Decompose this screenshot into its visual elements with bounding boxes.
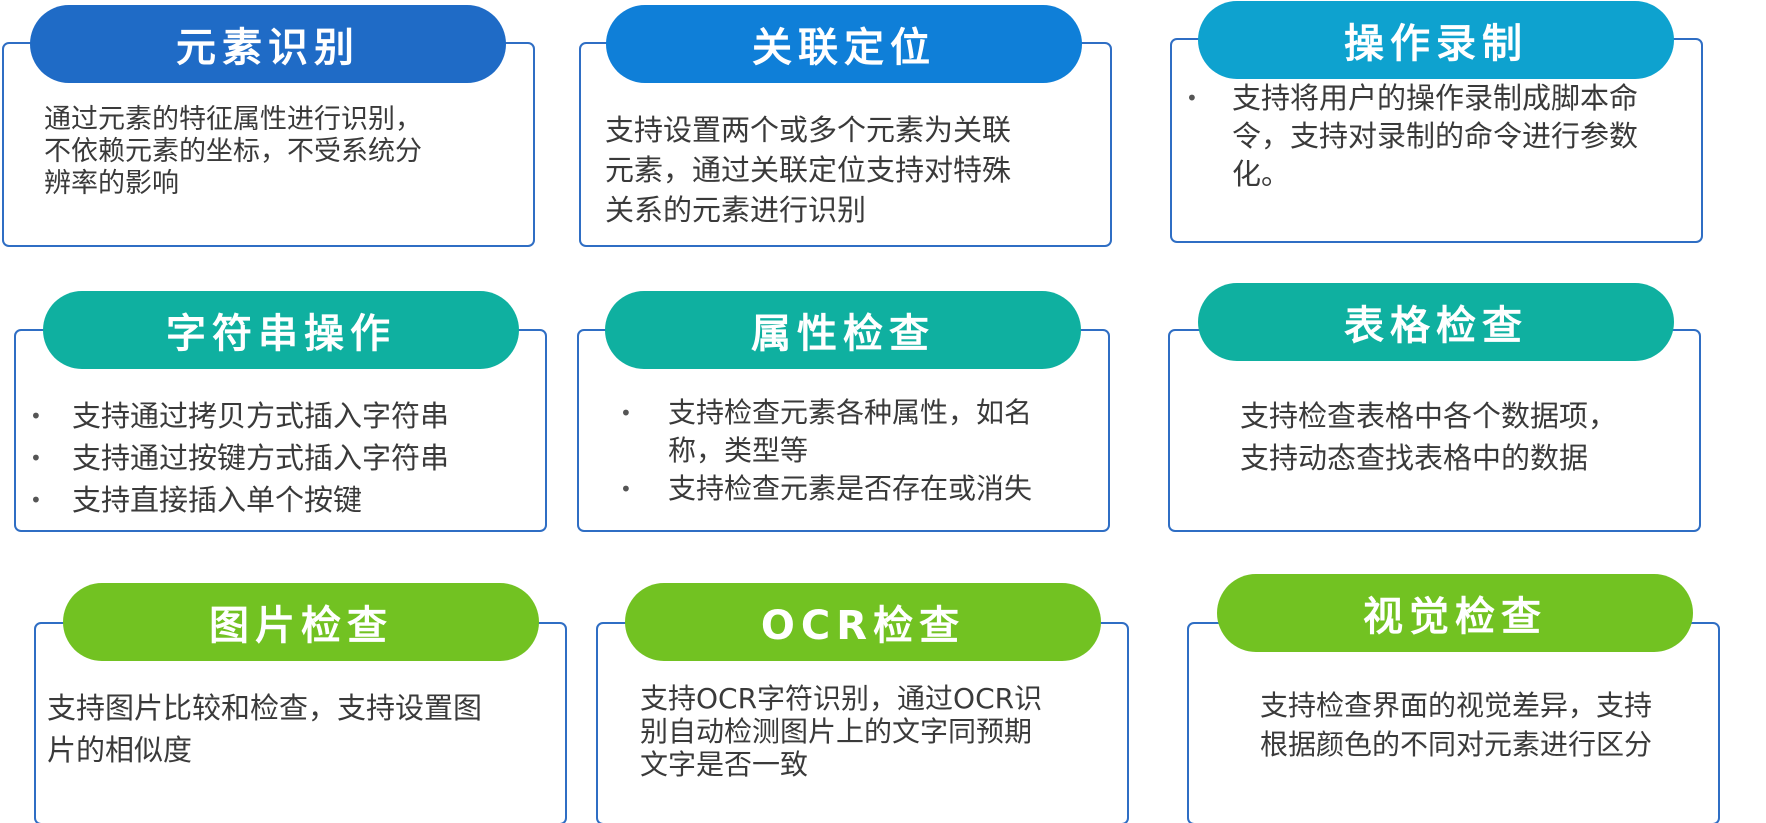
card-body-operation-recording: • 支持将用户的操作录制成脚本命 令，支持对录制的命令进行参数 化。 <box>1180 79 1638 193</box>
card-visual-check <box>1187 622 1720 823</box>
card-body-linked-positioning: 支持设置两个或多个元素为关联 元素，通过关联定位支持对特殊 关系的元素进行识别 <box>605 110 1011 230</box>
bullet-dot: • <box>620 477 632 501</box>
bullet-dot: • <box>620 401 632 425</box>
body-line: 别自动检测图片上的文字同预期 <box>640 715 1033 748</box>
body-line: 支持设置两个或多个元素为关联 <box>605 113 1012 147</box>
bullet-line: 支持通过拷贝方式插入字符串 <box>72 399 450 433</box>
bullet-line: 支持检查元素各种属性，如名 <box>668 396 1033 429</box>
bullet-line: 化。 <box>1232 157 1291 191</box>
bullet-item: • 支持通过按键方式插入字符串 <box>24 437 449 479</box>
bullet-item: • 支持检查元素是否存在或消失 <box>614 470 1032 508</box>
card-title-table-check: 表格检查 <box>1198 283 1674 361</box>
body-line: 片的相似度 <box>47 733 193 767</box>
body-line: 文字是否一致 <box>640 748 809 781</box>
bullet-line: 令，支持对录制的命令进行参数 <box>1232 119 1639 153</box>
card-body-element-recognition: 通过元素的特征属性进行识别， 不依赖元素的坐标，不受系统分 辨率的影响 <box>44 104 422 200</box>
card-title-element-recognition: 元素识别 <box>30 5 506 83</box>
body-line: 支持动态查找表格中的数据 <box>1240 441 1589 475</box>
body-line: 根据颜色的不同对元素进行区分 <box>1260 728 1653 761</box>
card-title-ocr-check: OCR检查 <box>625 583 1101 661</box>
bullet-dot: • <box>30 488 42 512</box>
card-title-linked-positioning: 关联定位 <box>606 5 1082 83</box>
bullet-line: 称，类型等 <box>668 434 809 467</box>
bullet-dot: • <box>30 404 42 428</box>
bullet-item: • 支持将用户的操作录制成脚本命 令，支持对录制的命令进行参数 化。 <box>1180 79 1638 193</box>
card-title-visual-check: 视觉检查 <box>1217 574 1693 652</box>
card-title-attribute-check: 属性检查 <box>605 291 1081 369</box>
bullet-line: 支持通过按键方式插入字符串 <box>72 441 450 475</box>
card-body-ocr-check: 支持OCR字符识别，通过OCR识 别自动检测图片上的文字同预期 文字是否一致 <box>640 682 1042 781</box>
body-line: 支持OCR字符识别，通过OCR识 <box>640 682 1043 715</box>
bullet-line: 支持将用户的操作录制成脚本命 <box>1232 81 1639 115</box>
body-line: 不依赖元素的坐标，不受系统分 <box>44 136 422 167</box>
body-line: 支持检查界面的视觉差异，支持 <box>1260 689 1653 722</box>
body-line: 支持图片比较和检查，支持设置图 <box>47 691 483 725</box>
body-line: 辨率的影响 <box>44 168 179 199</box>
bullet-item: • 支持通过拷贝方式插入字符串 <box>24 395 449 437</box>
body-line: 关系的元素进行识别 <box>605 193 867 227</box>
card-body-image-check: 支持图片比较和检查，支持设置图 片的相似度 <box>47 687 482 771</box>
card-title-string-operation: 字符串操作 <box>43 291 519 369</box>
bullet-line: 支持检查元素是否存在或消失 <box>668 472 1033 505</box>
bullet-item: • 支持直接插入单个按键 <box>24 479 449 521</box>
bullet-dot: • <box>1186 86 1198 110</box>
bullet-item: • 支持检查元素各种属性，如名 称，类型等 <box>614 394 1032 470</box>
card-body-table-check: 支持检查表格中各个数据项， 支持动态查找表格中的数据 <box>1240 395 1617 479</box>
bullet-dot: • <box>30 446 42 470</box>
body-line: 通过元素的特征属性进行识别， <box>44 104 422 135</box>
body-line: 元素，通过关联定位支持对特殊 <box>605 153 1012 187</box>
bullet-line: 支持直接插入单个按键 <box>72 483 363 517</box>
card-title-operation-recording: 操作录制 <box>1198 1 1674 79</box>
card-title-image-check: 图片检查 <box>63 583 539 661</box>
card-body-attribute-check: • 支持检查元素各种属性，如名 称，类型等 • 支持检查元素是否存在或消失 <box>614 394 1032 508</box>
card-body-string-operation: • 支持通过拷贝方式插入字符串 • 支持通过按键方式插入字符串 • 支持直接插入… <box>24 395 449 521</box>
body-line: 支持检查表格中各个数据项， <box>1240 399 1618 433</box>
card-body-visual-check: 支持检查界面的视觉差异，支持 根据颜色的不同对元素进行区分 <box>1260 686 1652 764</box>
